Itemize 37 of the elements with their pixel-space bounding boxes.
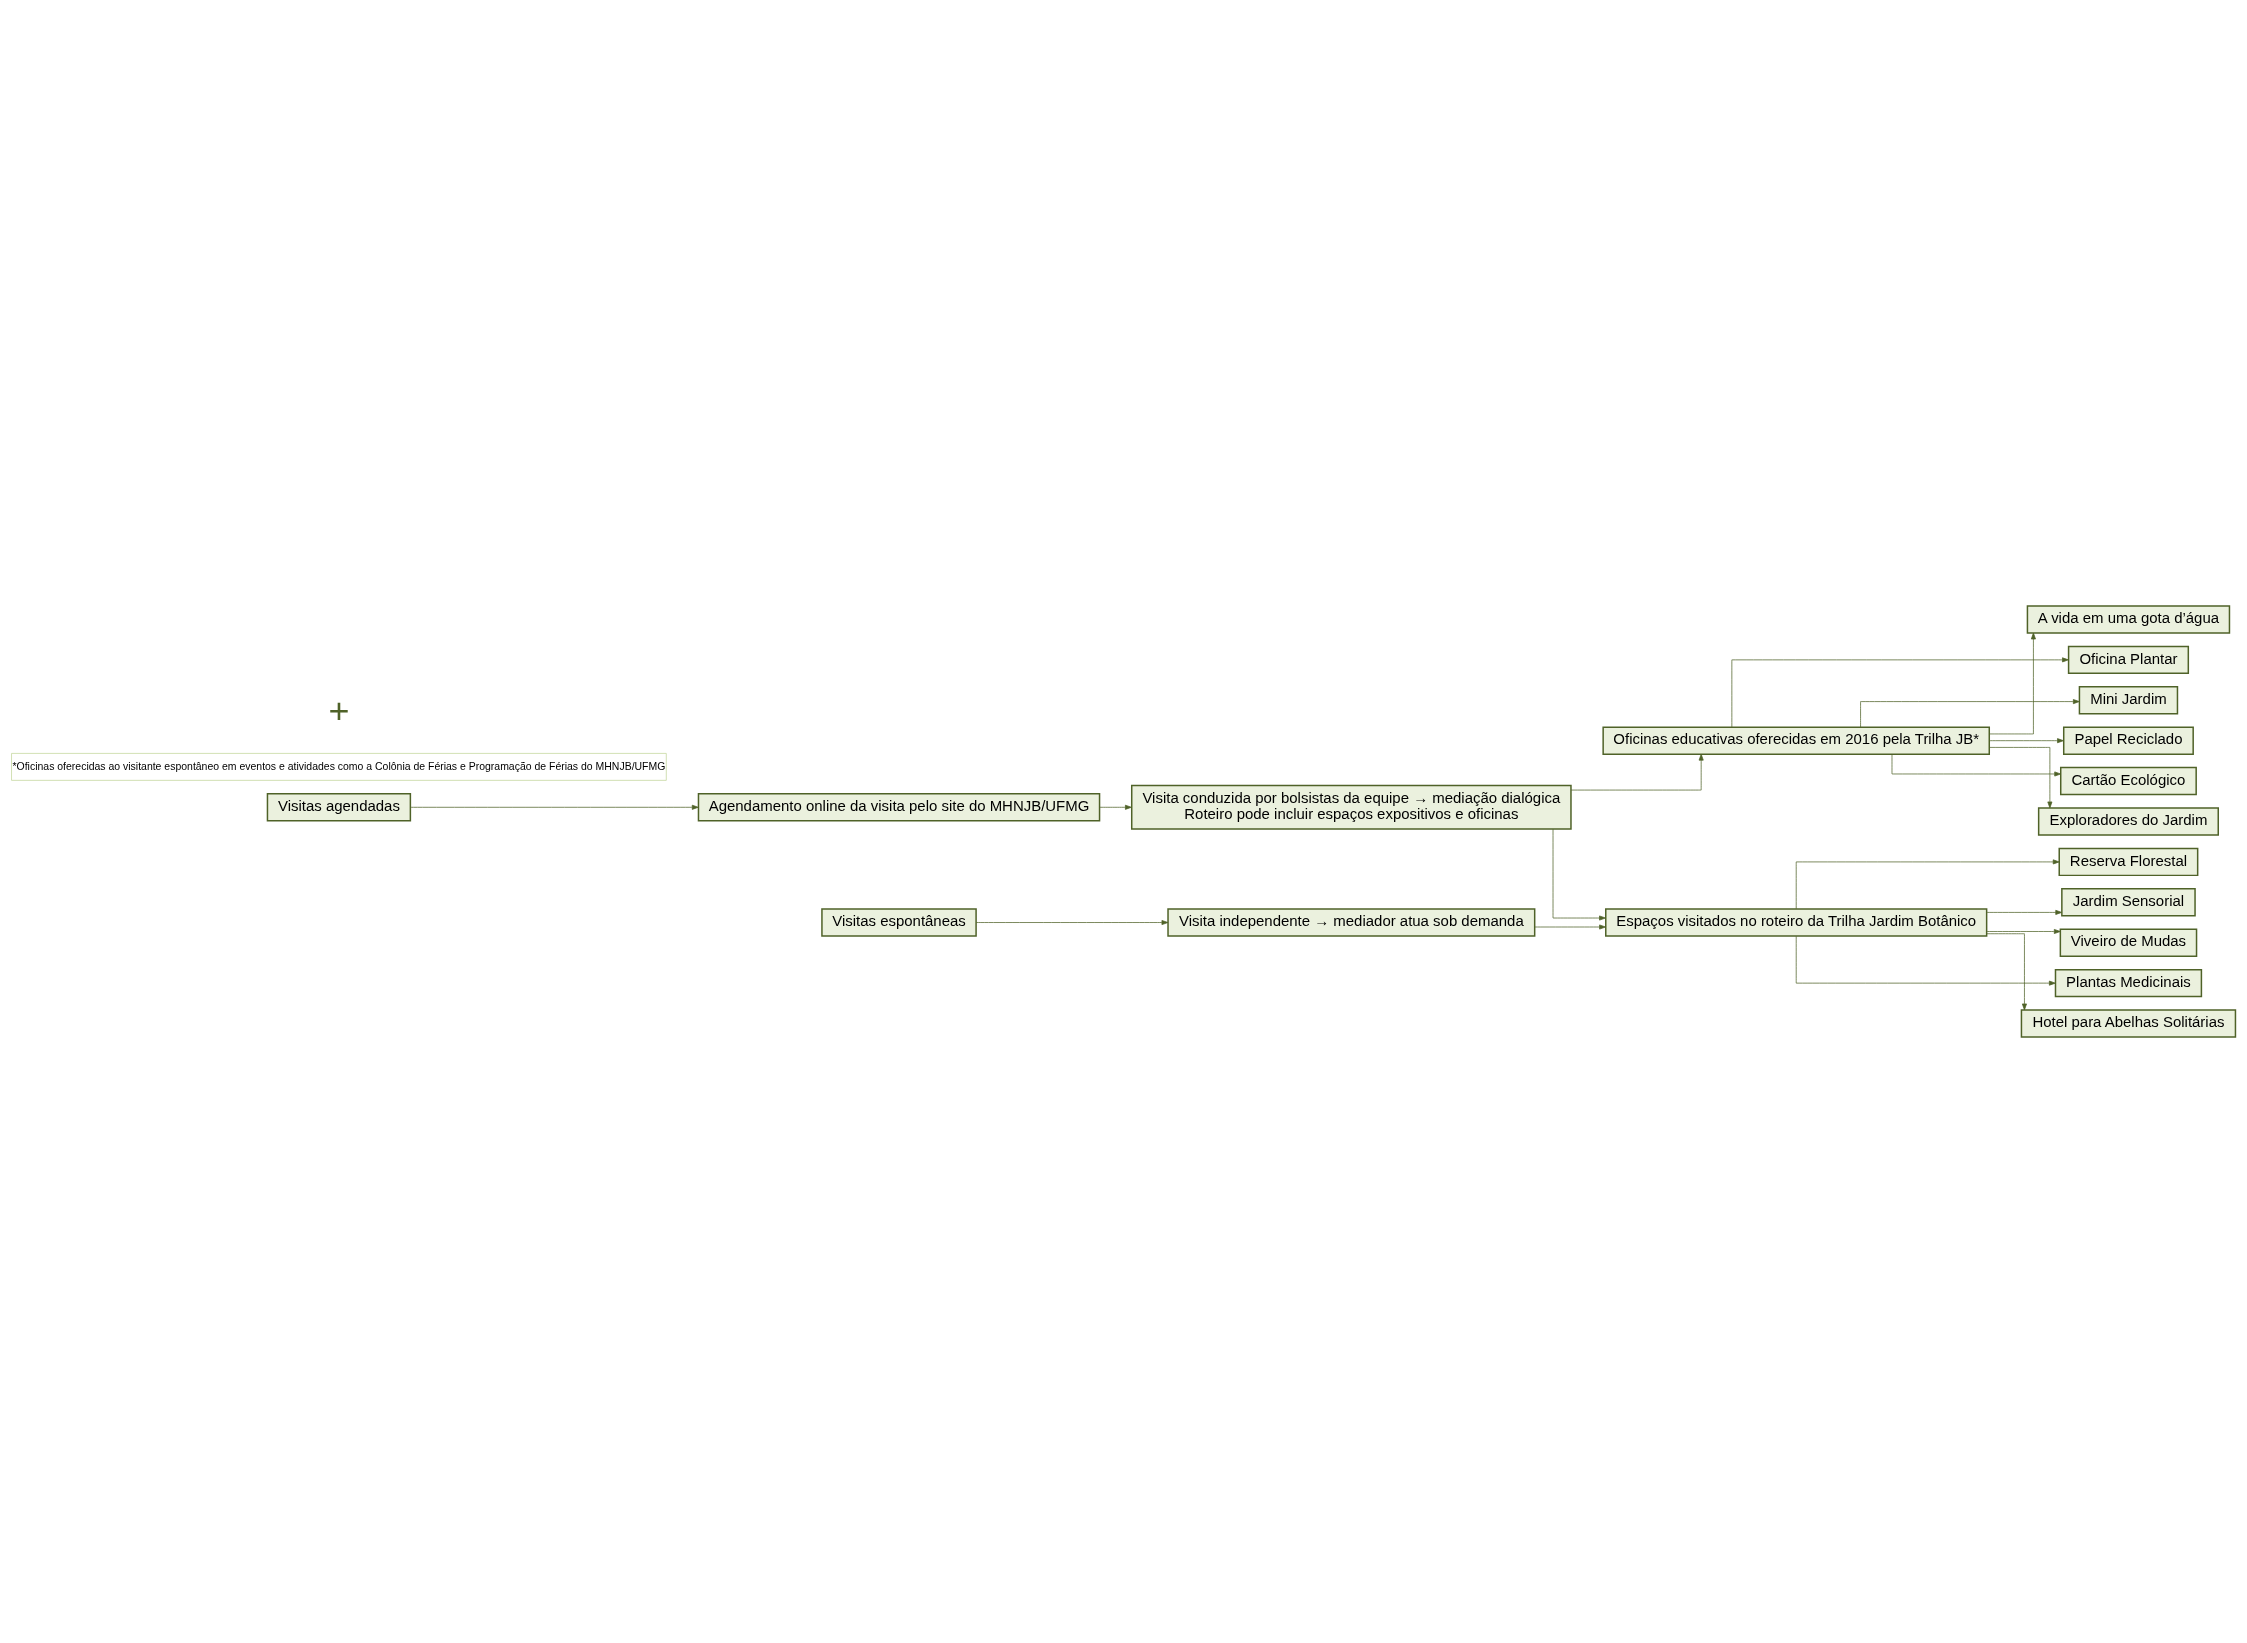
node-box: Exploradores do Jardim bbox=[2037, 807, 2219, 836]
node-box: *Oficinas oferecidas ao visitante espontâneo em eventos e atividades como a Colônia de Férias e Programação de Férias do MHNJB/UFMG bbox=[11, 753, 667, 781]
node-box: Visita conduzida por bolsistas da equipe → mediação dialógica Roteiro pode incluir espaços expositivos e oficinas bbox=[1131, 784, 1572, 830]
node-box: Visitas espontâneas bbox=[821, 908, 977, 937]
node-box: Mini Jardim bbox=[2078, 686, 2179, 715]
arrow bbox=[1986, 929, 2061, 934]
arrow bbox=[975, 920, 1169, 925]
arrow bbox=[1552, 828, 1606, 921]
node-box: Hotel para Abelhas Solitárias bbox=[2020, 1009, 2237, 1038]
label: + bbox=[328, 690, 350, 732]
node-box: A vida em uma gota d’água bbox=[2026, 605, 2231, 634]
node-box: Jardim Sensorial bbox=[2061, 888, 2196, 917]
node-box: Visitas agendadas bbox=[266, 793, 412, 822]
node-box: Oficina Plantar bbox=[2067, 645, 2190, 675]
arrow bbox=[1989, 747, 2053, 809]
arrow bbox=[1731, 657, 2069, 728]
arrow bbox=[1986, 933, 2027, 1011]
node-box: Cartão Ecológico bbox=[2060, 766, 2197, 796]
node-box: Reserva Florestal bbox=[2058, 847, 2199, 877]
arrow bbox=[410, 804, 699, 810]
arrow bbox=[1570, 753, 1704, 791]
arrow bbox=[1860, 699, 2080, 728]
arrow bbox=[1099, 804, 1132, 810]
arrow bbox=[1986, 909, 2063, 915]
node-box: Oficinas educativas oferecidas em 2016 pela Trilha JB* bbox=[1602, 726, 1990, 755]
node-box: Viveiro de Mudas bbox=[2059, 928, 2198, 957]
arrow bbox=[1989, 738, 2064, 744]
node-box: Papel Reciclado bbox=[2062, 726, 2194, 755]
node-box: Espaços visitados no roteiro da Trilha Jardim Botânico bbox=[1605, 908, 1988, 937]
node-box: Plantas Medicinais bbox=[2054, 968, 2203, 998]
arrow bbox=[1795, 935, 2056, 986]
node-box: Visita independente → mediador atua sob demanda bbox=[1167, 908, 1536, 937]
arrow bbox=[1989, 632, 2036, 735]
arrow bbox=[1534, 924, 1606, 930]
arrow bbox=[1795, 859, 2060, 910]
node-box: Agendamento online da visita pelo site do MHNJB/UFMG bbox=[697, 793, 1101, 822]
arrow bbox=[1891, 753, 2062, 777]
